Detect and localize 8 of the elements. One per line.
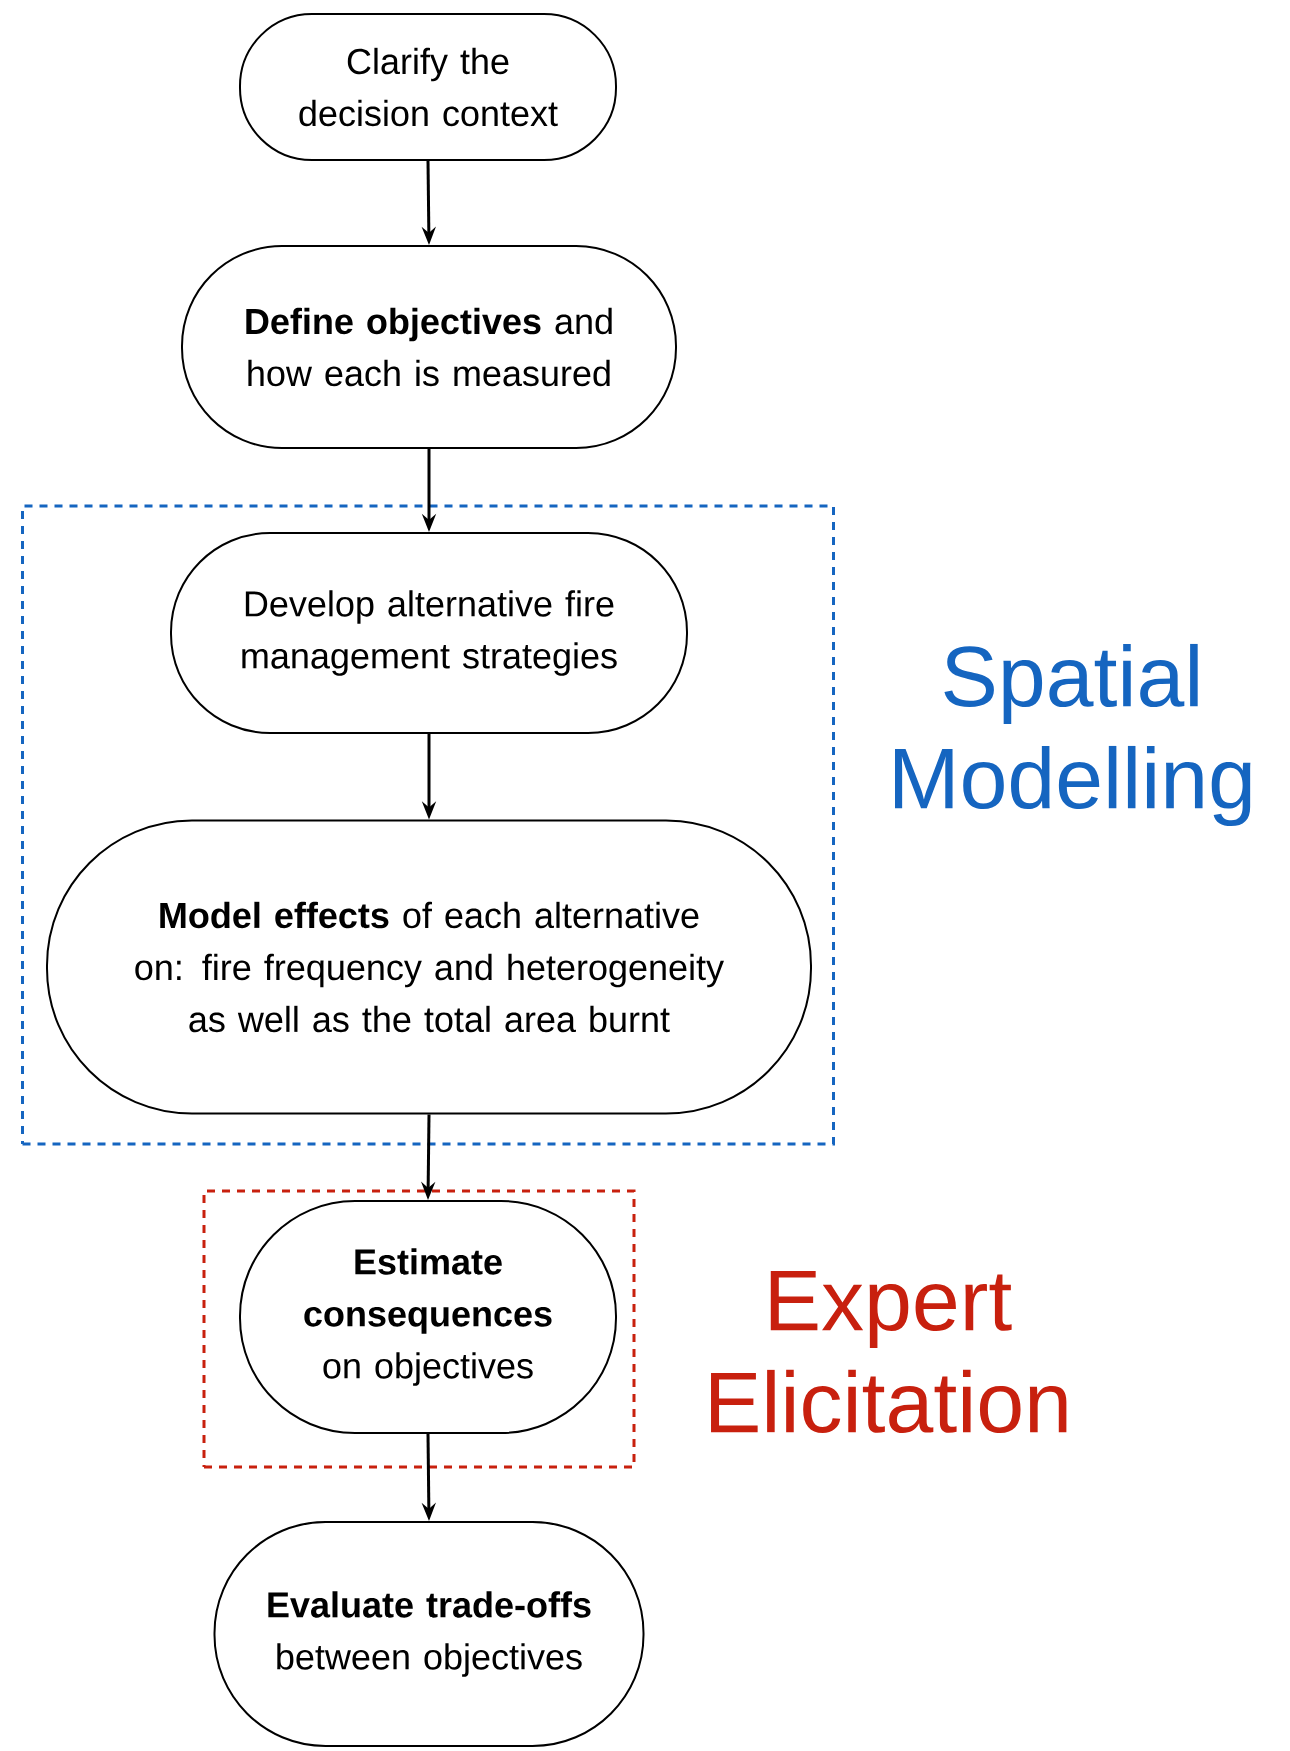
process-box: Model effects of each alternative on: fire frequency and heterogeneity as well as the total area burnt (46, 819, 812, 1115)
node-label: Expert Elicitation (711, 1271, 1067, 1434)
process-box: Clarify the decision context (239, 13, 617, 161)
process-box: Estimate consequences on objectives (239, 1200, 617, 1434)
process-box: Evaluate trade-offs between objectives (213, 1521, 645, 1747)
process-box: Develop alternative fire management strategies (170, 532, 688, 734)
node-label: Spatial Modelling (895, 643, 1251, 827)
process-box: Define objectives and how each is measured (181, 245, 677, 449)
